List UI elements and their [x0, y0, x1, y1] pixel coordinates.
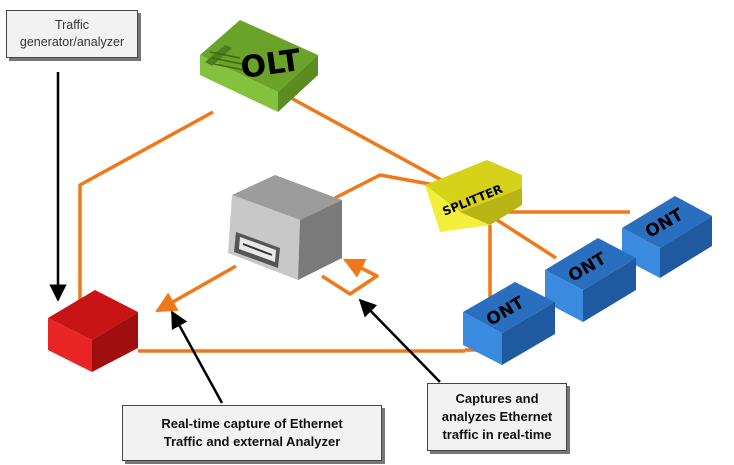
fiber-olt-to-splitter — [279, 90, 446, 184]
splitter-device: SPLITTER — [425, 160, 522, 232]
callout-traffic-generator-line1: Traffic — [54, 18, 90, 32]
olt-label: OLT — [238, 43, 303, 86]
fiber-loop-into-analyzer — [321, 258, 379, 296]
arrow-to-analyzer-loop — [358, 298, 441, 383]
arrow-to-capture-link — [170, 310, 224, 404]
callout-traffic-generator: Traffic generator/analyzer — [6, 10, 138, 58]
callout-captures-analyzes-line3: traffic in real-time — [442, 427, 552, 442]
ont-device-3: ONT — [463, 282, 555, 365]
callout-captures-analyzes: Captures and analyzes Ethernet traffic i… — [427, 383, 567, 451]
callout-realtime-capture-line1: Real-time capture of Ethernet — [161, 416, 343, 431]
ont-device-2: ONT — [545, 238, 636, 322]
callout-realtime-capture-line2: Traffic and external Analyzer — [163, 434, 341, 449]
callout-traffic-generator-line2: generator/analyzer — [19, 35, 125, 49]
fiber-generator-to-olt — [78, 110, 214, 300]
olt-device: OLT — [200, 20, 318, 112]
ont-device-1: ONT — [622, 196, 712, 278]
capture-analyzer-device — [228, 175, 342, 280]
callout-arrows — [49, 72, 441, 404]
fiber-analyzer-to-splitter — [334, 173, 436, 200]
traffic-generator-device — [48, 290, 138, 372]
callout-captures-analyzes-line1: Captures and — [455, 391, 539, 406]
fiber-splitter-to-ont2 — [493, 216, 557, 260]
callout-realtime-capture: Real-time capture of Ethernet Traffic an… — [122, 405, 382, 461]
fiber-capture-to-generator — [155, 264, 237, 313]
callout-captures-analyzes-line2: analyzes Ethernet — [441, 409, 553, 424]
